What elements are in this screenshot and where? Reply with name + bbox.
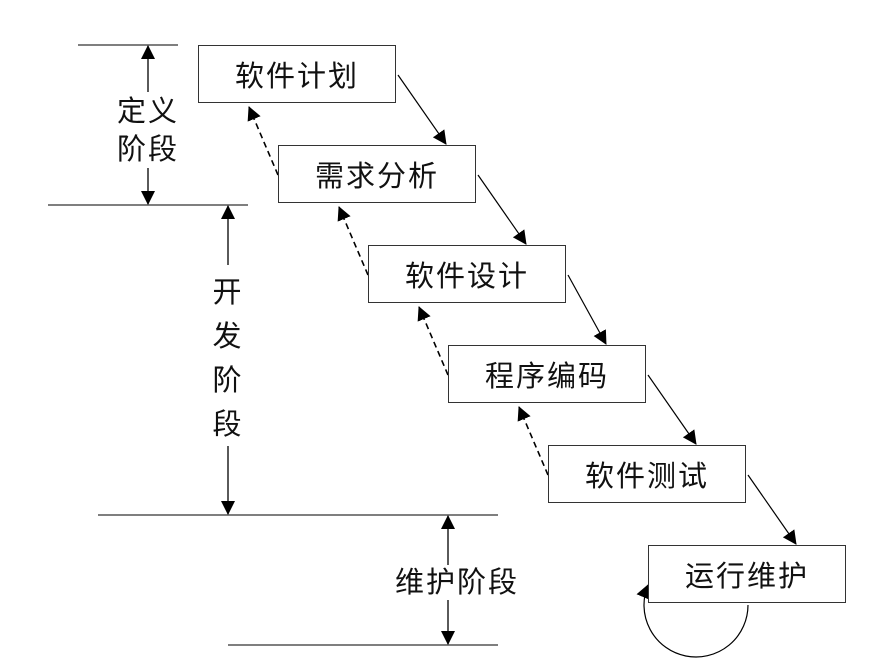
edge-coding-to-testing: [647, 374, 697, 445]
phase-label-definition: 定义 阶段: [110, 92, 186, 168]
edge-plan-to-analysis: [397, 74, 447, 145]
phase-label-char: 开: [212, 275, 244, 309]
phase-label-development: 开 发 阶 段: [210, 270, 246, 446]
stage-label: 软件测试: [584, 459, 709, 493]
phase-label-char: 阶: [212, 363, 244, 397]
stage-box-plan: 软件计划: [198, 45, 396, 103]
edge-analysis-to-design: [477, 174, 527, 245]
feedback-analysis-to-plan: [247, 106, 279, 176]
feedback-design-to-analysis: [337, 206, 369, 276]
stage-label: 程序编码: [484, 359, 609, 393]
stage-box-coding: 程序编码: [448, 345, 646, 403]
edge-design-to-coding: [567, 274, 607, 345]
feedback-testing-to-coding: [517, 406, 549, 476]
phase-label-maintenance: 维护阶段: [386, 563, 528, 601]
stage-label: 软件计划: [234, 59, 359, 93]
stage-label: 需求分析: [314, 159, 439, 193]
stage-box-maintenance: 运行维护: [648, 545, 846, 603]
edge-testing-to-maintenance: [747, 474, 797, 545]
stage-label: 软件设计: [404, 259, 529, 293]
phase-label-line: 阶段: [116, 132, 179, 166]
stage-box-testing: 软件测试: [548, 445, 746, 503]
phase-label-text: 维护阶段: [394, 565, 519, 599]
maintenance-self-loop: [636, 584, 749, 658]
stage-label: 运行维护: [684, 559, 809, 593]
phase-label-char: 段: [212, 407, 244, 441]
stage-box-analysis: 需求分析: [278, 145, 476, 203]
stage-box-design: 软件设计: [368, 245, 566, 303]
phase-label-char: 发: [212, 319, 244, 353]
feedback-coding-to-design: [417, 306, 449, 376]
phase-label-line: 定义: [116, 94, 179, 128]
